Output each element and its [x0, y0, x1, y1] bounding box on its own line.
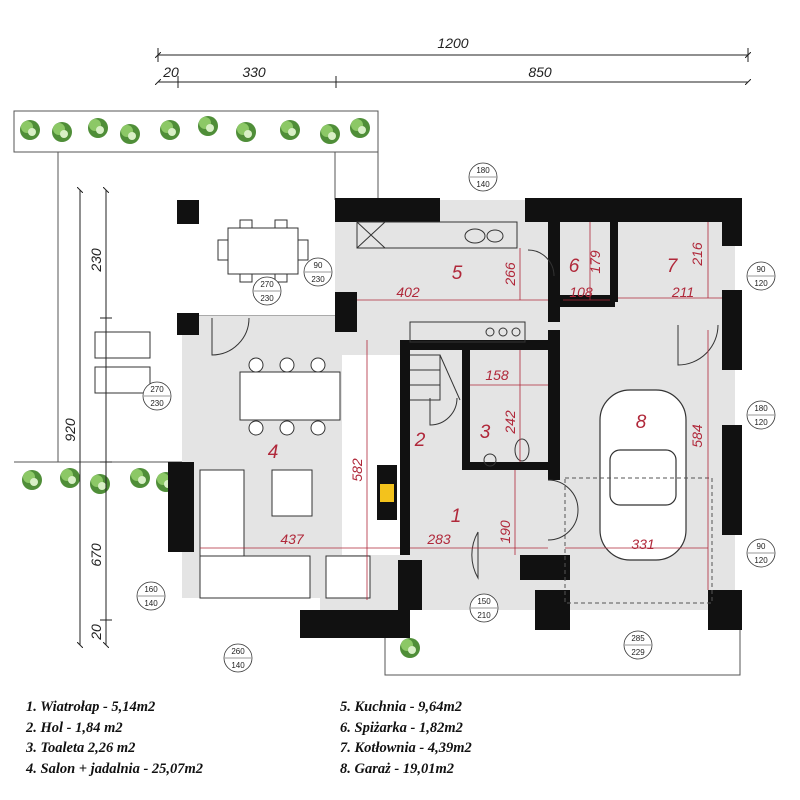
dim-living-depth: 582 — [349, 458, 365, 482]
room-number-6: 6 — [569, 256, 580, 277]
room-number-5: 5 — [452, 263, 463, 284]
living-window-bottom-w: 260 — [231, 647, 245, 656]
terrace-door-upper-w: 270 — [260, 280, 274, 289]
ground-outline — [384, 630, 741, 676]
floor-plan: 1200 20 330 850 230 920 670 20 402 266 1… — [13, 35, 776, 676]
entrance-door-h: 210 — [477, 611, 491, 620]
garage-door-w: 285 — [631, 634, 645, 643]
terrace-door-upper-h: 230 — [260, 294, 274, 303]
room-number-3: 3 — [480, 422, 491, 443]
dim-left-part: 330 — [242, 64, 266, 80]
room-number-7: 7 — [667, 256, 679, 277]
opening-badge-lines — [138, 176, 774, 659]
kitchen-window-w: 180 — [476, 166, 490, 175]
garage-window-side-h: 120 — [754, 418, 768, 427]
door-swings — [211, 249, 719, 580]
legend-item: 5. Kuchnia - 9,64m2 — [340, 699, 463, 715]
entrance-door-w: 150 — [477, 597, 491, 606]
terrace-door-top-w: 90 — [314, 261, 323, 270]
toilet-fixtures — [483, 438, 530, 467]
dim-kitchen-width: 402 — [396, 284, 420, 300]
dim-toilet-depth: 242 — [502, 410, 518, 435]
dim-pantry-depth: 179 — [587, 250, 603, 274]
garage-door-h: 229 — [631, 648, 645, 657]
terrace-door-top-h: 230 — [311, 275, 325, 284]
room-number-1: 1 — [451, 506, 462, 527]
dim-garage-depth: 584 — [689, 424, 705, 448]
living-window-bottom-h: 140 — [231, 661, 245, 670]
legend-item: 7. Kotłownia - 4,39m2 — [340, 740, 472, 756]
garage-window-lower-h: 120 — [754, 556, 768, 565]
boiler-window-w: 90 — [757, 265, 766, 274]
boiler-window-h: 120 — [754, 279, 768, 288]
dim-garage-width: 331 — [631, 536, 654, 552]
dim-vestibule-depth: 190 — [497, 520, 513, 544]
dim-living-width: 437 — [280, 531, 305, 547]
legend-item: 1. Wiatrołap - 5,14m2 — [26, 699, 156, 715]
legend-item: 6. Spiżarka - 1,82m2 — [340, 719, 463, 736]
living-furniture — [199, 357, 371, 599]
legend-item: 2. Hol - 1,84 m2 — [26, 719, 123, 736]
dim-total: 1200 — [437, 35, 468, 51]
room-legend-left: 1. Wiatrołap - 5,14m2 2. Hol - 1,84 m2 3… — [26, 697, 203, 779]
garage-window-side-w: 180 — [754, 404, 768, 413]
living-window-left-w: 160 — [144, 585, 158, 594]
room-number-2: 2 — [414, 430, 426, 451]
terrace-door-side-w: 270 — [150, 385, 164, 394]
garage-door-outline — [564, 477, 713, 604]
dim-kitchen-depth: 266 — [502, 262, 518, 287]
dim-left-edge: 20 — [162, 64, 179, 80]
dim-pantry-width: 108 — [569, 284, 593, 300]
dim-right-part: 850 — [528, 64, 552, 80]
walls — [168, 198, 742, 638]
stairs — [410, 354, 461, 401]
garage-window-lower-w: 90 — [757, 542, 766, 551]
dim-side-upper: 230 — [88, 248, 104, 273]
dim-vestibule-width: 283 — [426, 531, 451, 547]
dim-side-total: 920 — [62, 418, 78, 442]
opening-badge-text: 180 140 90 230 270 230 270 230 90 120 18… — [144, 166, 768, 670]
dim-toilet-width: 158 — [485, 367, 509, 383]
room-number-4: 4 — [268, 442, 279, 463]
living-window-left-h: 140 — [144, 599, 158, 608]
legend-item: 3. Toaleta 2,26 m2 — [26, 740, 136, 756]
inner-dimension-lines — [200, 222, 722, 600]
legend-item: 4. Salon + jadalnia - 25,07m2 — [26, 760, 204, 777]
fireplace — [377, 465, 397, 520]
room-number-8: 8 — [636, 412, 647, 433]
dimension-lines — [80, 48, 748, 645]
dim-boiler-depth: 216 — [689, 242, 705, 267]
terrace-door-side-h: 230 — [150, 399, 164, 408]
room-legend-right: 5. Kuchnia - 9,64m2 6. Spiżarka - 1,82m2… — [340, 697, 472, 779]
dim-side-lower: 670 — [88, 543, 104, 567]
kitchen-counter — [356, 221, 526, 343]
kitchen-window-h: 140 — [476, 180, 490, 189]
dim-boiler-width: 211 — [671, 284, 694, 300]
dim-side-bottom: 20 — [88, 624, 104, 641]
legend-item: 8. Garaż - 19,01m2 — [340, 760, 454, 777]
